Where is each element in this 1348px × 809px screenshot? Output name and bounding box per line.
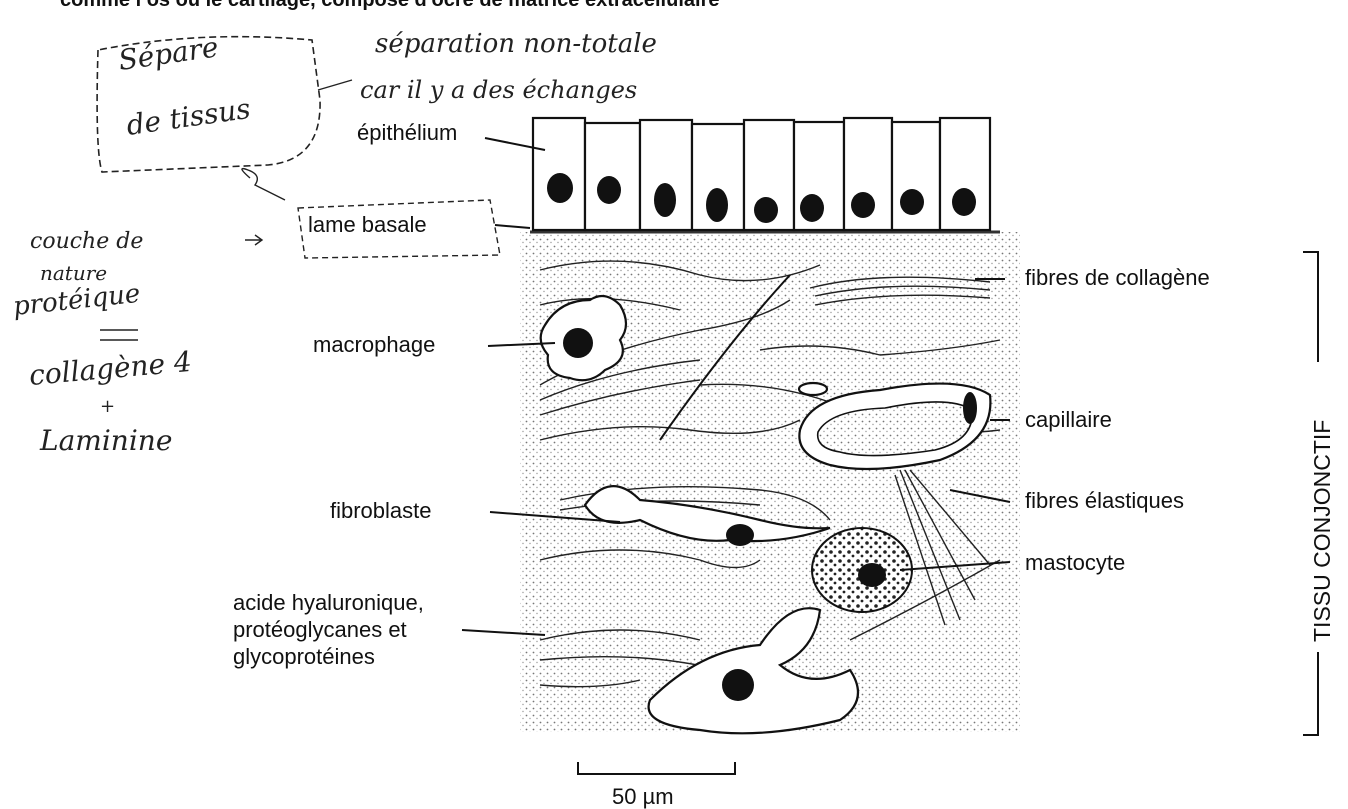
- hand-box-line1: Sépare: [116, 30, 220, 77]
- epithelium-layer: [533, 118, 990, 230]
- mastocyte-nucleus: [858, 563, 886, 587]
- hand-squiggle: [242, 169, 285, 200]
- hand-arrow-box: [318, 80, 352, 90]
- hand-box-line2: de tissus: [124, 92, 252, 142]
- scale-bar-line: [578, 762, 735, 774]
- hand-equals: [100, 330, 138, 340]
- hand-arrow-lame: [245, 235, 262, 245]
- fibroblast-nucleus: [726, 524, 754, 546]
- label-macrophage: macrophage: [313, 332, 435, 357]
- epithelial-nucleus: [597, 176, 621, 204]
- hand-left-line2: nature: [40, 261, 107, 285]
- hand-left-line3: protéique: [12, 279, 142, 322]
- epithelial-nucleus: [547, 173, 573, 203]
- label-capillaire: capillaire: [1025, 407, 1112, 432]
- leader-lame-basale: [495, 225, 530, 228]
- hand-note-line2: car il y a des échanges: [360, 76, 637, 104]
- scale-bar: 50 µm: [578, 762, 735, 809]
- hand-left-line1: couche de: [30, 229, 143, 254]
- header-cut-text: comme i os ou le cartilage, composé d'oc…: [60, 0, 719, 11]
- bottom-cell-nucleus: [722, 669, 754, 701]
- label-matrix-line1: acide hyaluronique,: [233, 590, 424, 615]
- hand-left-line5: +: [100, 396, 115, 417]
- label-tissu-conjonctif: TISSU CONJONCTIF: [1309, 420, 1335, 642]
- label-matrix-line3: glycoprotéines: [233, 644, 375, 669]
- label-lame-basale: lame basale: [308, 212, 427, 237]
- epithelial-nucleus: [654, 183, 676, 217]
- label-fibroblaste: fibroblaste: [330, 498, 432, 523]
- hand-left-line4: collagène 4: [28, 345, 193, 392]
- label-epithelium: épithélium: [357, 120, 457, 145]
- small-cell: [799, 383, 827, 395]
- epithelial-cell: [585, 123, 640, 230]
- macrophage-nucleus: [563, 328, 593, 358]
- label-mastocyte: mastocyte: [1025, 550, 1125, 575]
- label-fibres-collagene: fibres de collagène: [1025, 265, 1210, 290]
- hand-note-line1: séparation non-totale: [375, 29, 657, 59]
- epithelial-nucleus: [706, 188, 728, 222]
- epithelial-nucleus: [800, 194, 824, 222]
- epithelial-nucleus: [952, 188, 976, 216]
- label-matrix-line2: protéoglycanes et: [233, 617, 407, 642]
- label-fibres-elastiques: fibres élastiques: [1025, 488, 1184, 513]
- epithelial-nucleus: [900, 189, 924, 215]
- capillary-nucleus: [963, 392, 977, 424]
- connective-tissue-block: [520, 232, 1020, 733]
- epithelial-nucleus: [851, 192, 875, 218]
- hand-left-line6: Laminine: [39, 424, 172, 457]
- tissu-conjonctif-bracket: TISSU CONJONCTIF: [1303, 252, 1335, 735]
- epithelial-nucleus: [754, 197, 778, 223]
- scale-bar-label: 50 µm: [612, 784, 674, 809]
